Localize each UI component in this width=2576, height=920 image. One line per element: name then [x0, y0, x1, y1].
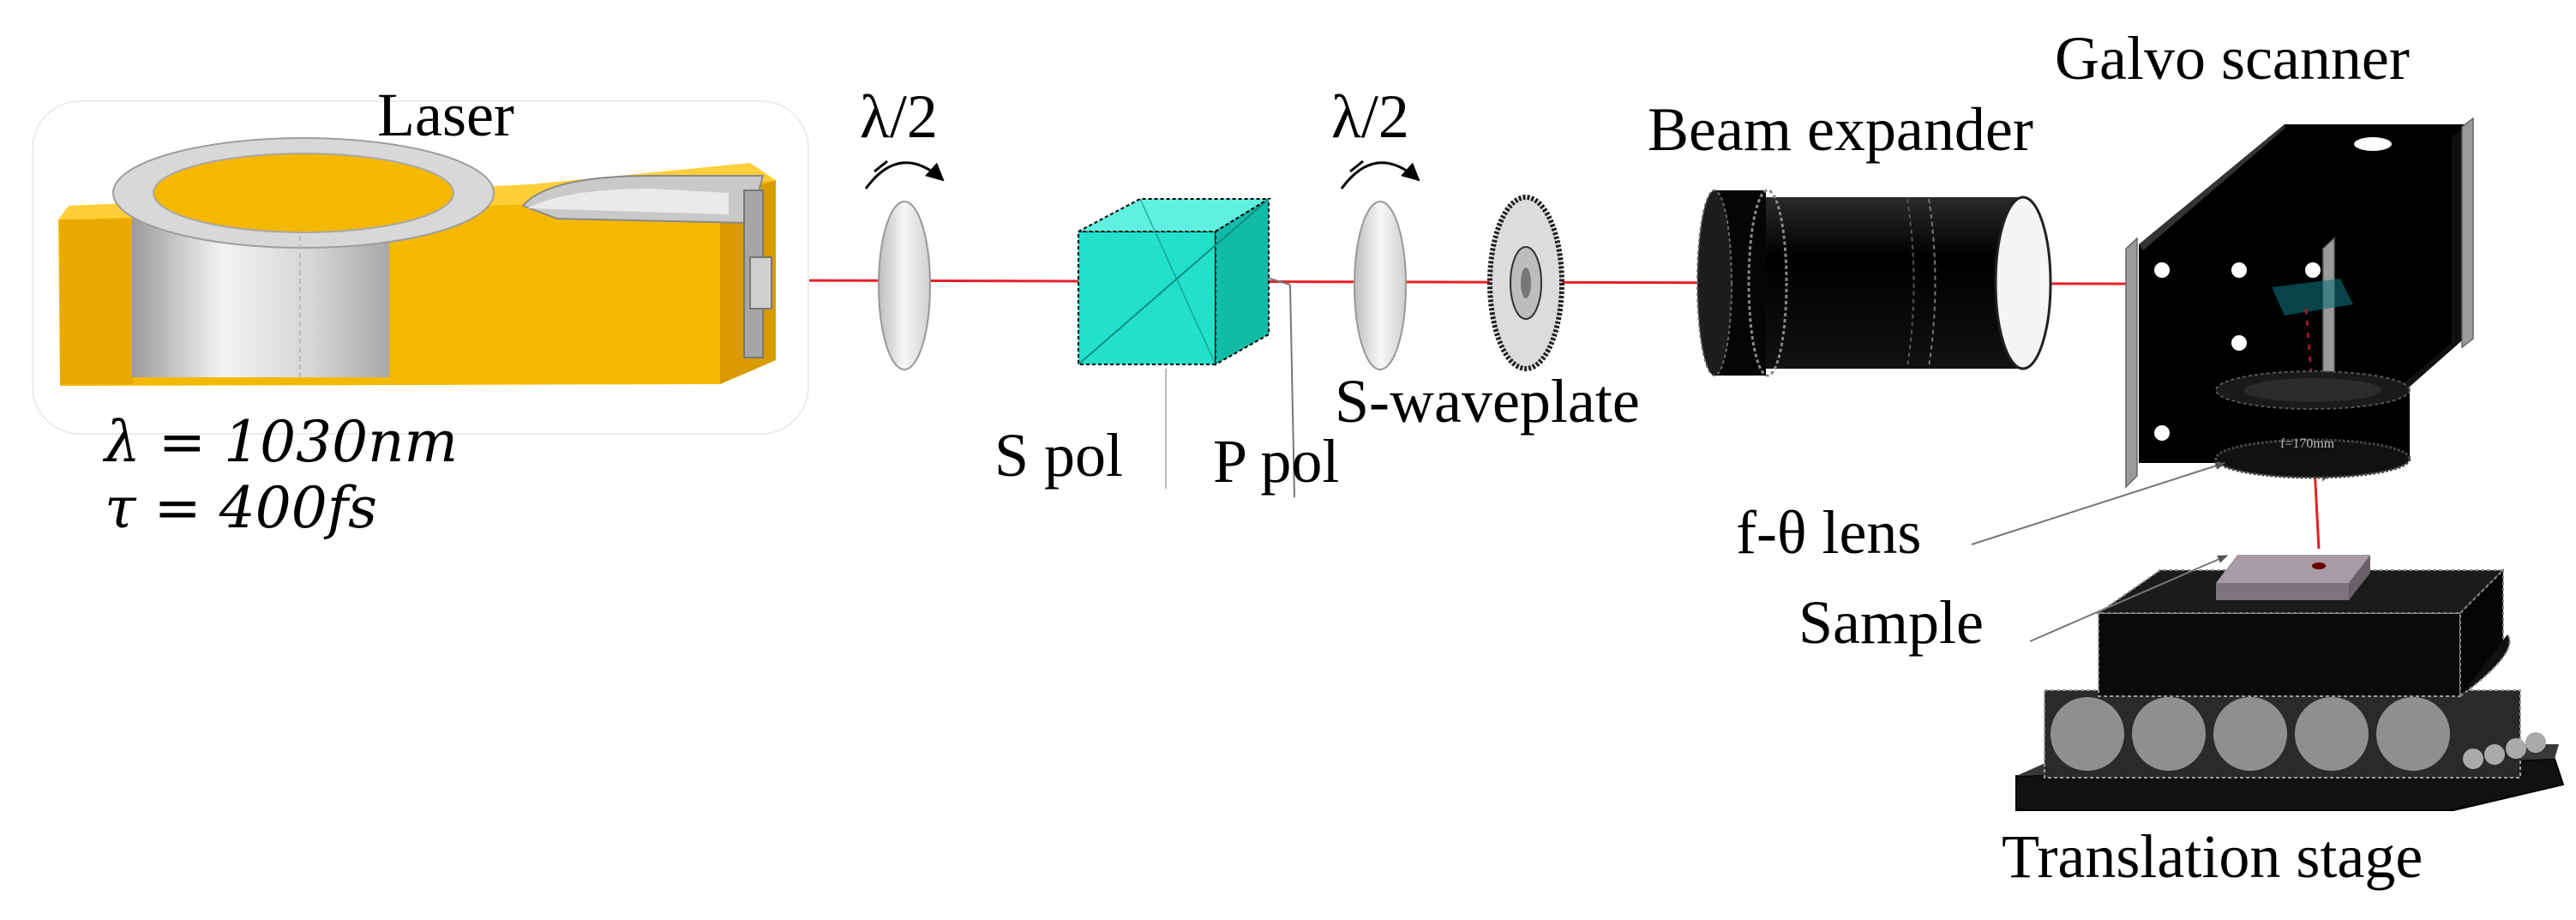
- pointer-lines: [1266, 277, 2229, 642]
- translation-stage: [2015, 555, 2565, 811]
- f-theta-lens: f=170mm: [2214, 370, 2411, 479]
- laser-label: Laser: [377, 81, 514, 149]
- half-wave-plate-2: [1340, 159, 1420, 370]
- galvo-scanner-label: Galvo scanner: [2055, 24, 2410, 93]
- half-wave-2-label: λ/2: [1331, 82, 1409, 151]
- s-pol-label: S pol: [994, 421, 1123, 490]
- s-waveplate-label: S-waveplate: [1335, 367, 1640, 436]
- sample-label: Sample: [1798, 588, 1984, 657]
- f-theta-lens-label: f-θ lens: [1736, 498, 1921, 567]
- pulse-duration-parameter: τ = 400fs: [105, 475, 377, 541]
- beam-expander: [1696, 189, 2052, 377]
- wavelength-parameter: λ = 1030nm: [102, 409, 458, 475]
- polarizing-beam-splitter-cube: [1078, 197, 1272, 489]
- translation-stage-label: Translation stage: [2002, 822, 2423, 891]
- s-waveplate: [1487, 195, 1564, 371]
- half-wave-1-label: λ/2: [860, 82, 938, 151]
- beam-expander-label: Beam expander: [1648, 95, 2033, 164]
- p-pol-label: P pol: [1213, 427, 1339, 496]
- laser-head: [32, 100, 809, 435]
- half-wave-plate-1: [864, 159, 945, 370]
- lens-marking-text: f=170mm: [2280, 436, 2335, 451]
